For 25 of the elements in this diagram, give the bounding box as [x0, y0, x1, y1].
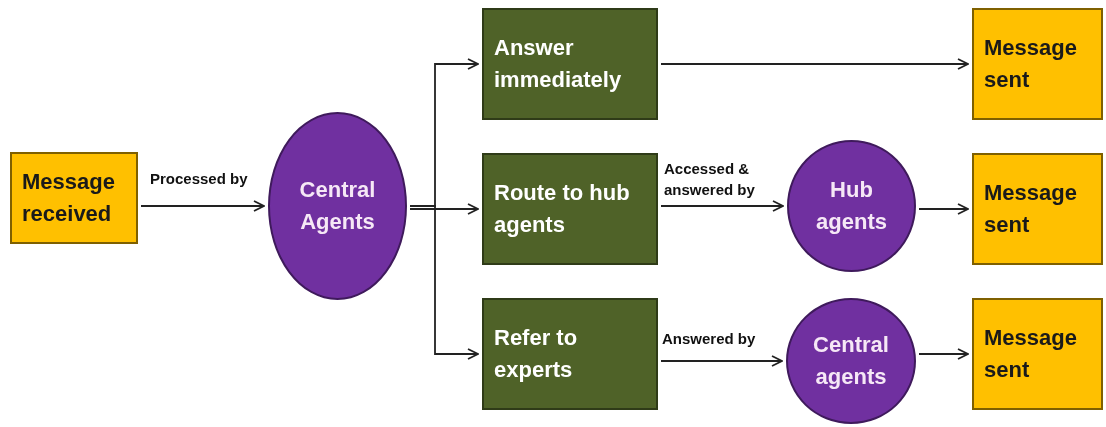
node-label: Central agents — [812, 331, 890, 391]
node-label: Refer to experts — [494, 324, 579, 384]
node-label: Route to hub agents — [494, 179, 631, 239]
arrow — [660, 200, 784, 212]
action-box — [482, 298, 658, 410]
arrow — [409, 203, 479, 215]
node-label: Message sent — [984, 179, 1078, 239]
node-label: Message sent — [984, 34, 1078, 94]
arrow — [660, 355, 783, 367]
node-label: Central Agents — [298, 176, 377, 236]
output-box — [972, 8, 1103, 120]
arrow — [660, 58, 969, 70]
input-box — [10, 152, 138, 244]
action-box — [482, 8, 658, 120]
arrow — [918, 203, 969, 215]
output-box — [972, 153, 1103, 265]
node-label: Hub agents — [815, 176, 888, 236]
node-label: Message sent — [984, 324, 1078, 384]
arrow — [409, 205, 479, 360]
output-box — [972, 298, 1103, 410]
node-label: Answer immediately — [494, 34, 623, 94]
node-label: Message received — [22, 168, 116, 228]
action-box — [482, 153, 658, 265]
arrow — [918, 348, 969, 360]
arrow — [140, 200, 265, 212]
